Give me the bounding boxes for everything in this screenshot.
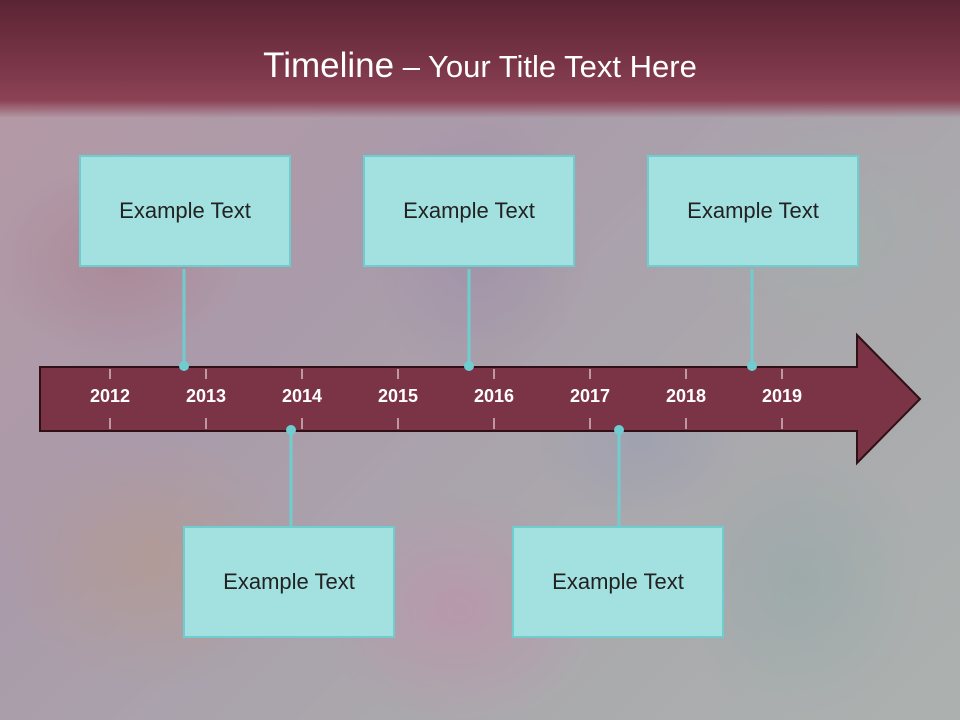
year-label: 2013 [185,386,227,406]
year-label: 2012 [89,386,131,406]
slide-title: Timeline – Your Title Text Here [0,44,960,89]
tick-marks [109,369,783,429]
title-main: Timeline [263,46,395,85]
connector-dot [464,361,474,371]
title-subtitle: – Your Title Text Here [394,49,697,84]
year-label: 2016 [473,386,515,406]
year-label: 2018 [665,386,707,406]
callout-box-top[interactable]: Example Text [647,155,859,267]
callout-text: Example Text [687,198,819,223]
callout-box-top[interactable]: Example Text [79,155,291,267]
timeline-arrow [39,332,922,466]
year-label: 2014 [281,386,323,406]
connector-dot [747,361,757,371]
callout-text: Example Text [119,198,251,223]
callout-box-bottom[interactable]: Example Text [512,526,724,638]
year-label: 2017 [569,386,611,406]
callout-text: Example Text [552,569,684,594]
callout-box-top[interactable]: Example Text [363,155,575,267]
connector-dot [614,425,624,435]
year-label: 2015 [377,386,419,406]
year-label: 2019 [761,386,803,406]
connector-dot [179,361,189,371]
callout-text: Example Text [403,198,535,223]
connector-dot [286,425,296,435]
callout-box-bottom[interactable]: Example Text [183,526,395,638]
title-banner [0,0,960,118]
callout-text: Example Text [223,569,355,594]
